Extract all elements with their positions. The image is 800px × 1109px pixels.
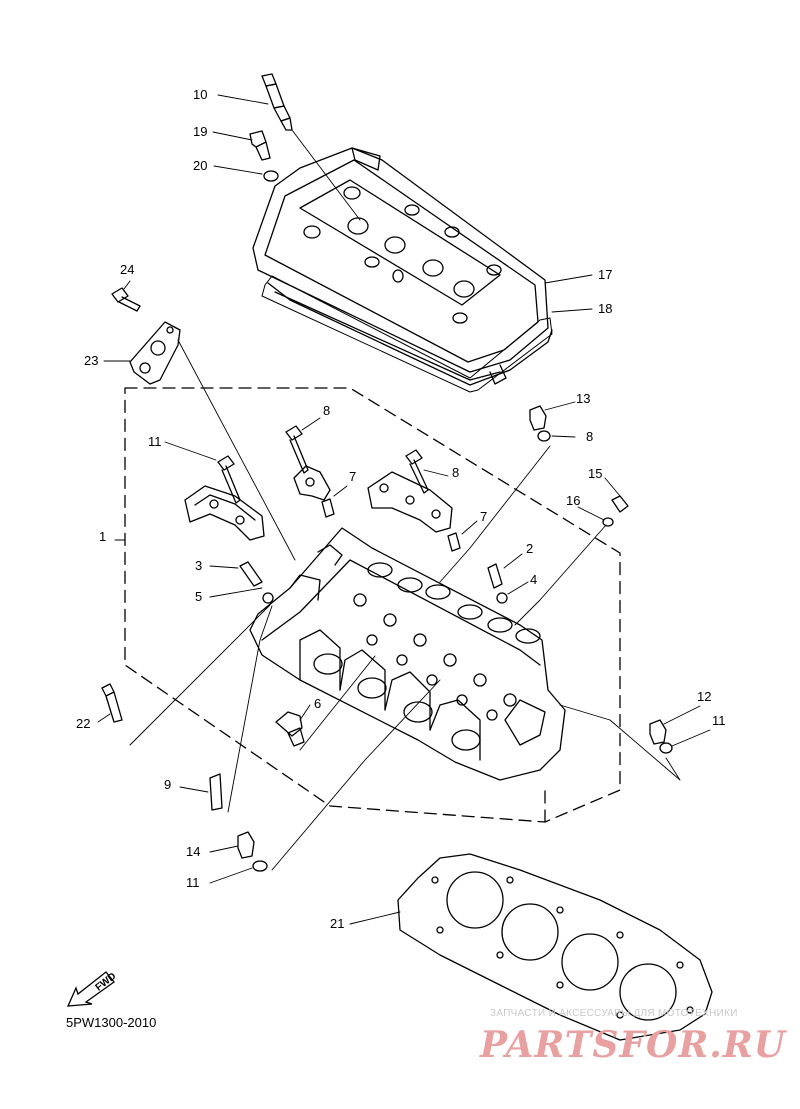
cap-bolt bbox=[249, 130, 271, 161]
oring-5 bbox=[262, 592, 274, 604]
callout-14: 14 bbox=[186, 844, 201, 859]
bolt-8c bbox=[405, 449, 429, 494]
cam-cap-right bbox=[367, 471, 453, 533]
watermark-tagline: ЗАПЧАСТИ И АКСЕССУАРЫ ДЛЯ МОТОТЕХНИКИ bbox=[490, 1008, 738, 1019]
stud-2 bbox=[487, 563, 503, 589]
callout-20: 20 bbox=[193, 158, 208, 173]
watermark-logo: PARTSFOR.RU bbox=[480, 1024, 787, 1066]
diagram-part-code: 5PW1300-2010 bbox=[66, 1015, 157, 1030]
union-13 bbox=[529, 405, 547, 431]
union-12 bbox=[649, 719, 667, 745]
washer-20 bbox=[263, 170, 279, 182]
bolt-15 bbox=[611, 495, 629, 513]
engine-bracket bbox=[129, 321, 181, 385]
head-gasket bbox=[397, 853, 713, 1041]
cam-cap-left bbox=[184, 485, 265, 541]
callout-15: 15 bbox=[588, 466, 603, 481]
cylinder-head bbox=[249, 527, 566, 781]
callout-8-top: 8 bbox=[323, 403, 331, 418]
callout-8-left: 11 bbox=[148, 434, 162, 449]
bolt-8a bbox=[217, 455, 241, 504]
callout-7-right: 7 bbox=[480, 509, 488, 524]
dowel-7a bbox=[321, 498, 335, 518]
callout-8-right: 8 bbox=[452, 465, 460, 480]
fwd-label: FWD bbox=[94, 971, 119, 994]
stud-3 bbox=[239, 561, 263, 587]
callout-22: 22 bbox=[76, 716, 91, 731]
callout-4: 4 bbox=[530, 572, 538, 587]
callout-19: 19 bbox=[193, 124, 208, 139]
bolt-24 bbox=[111, 287, 141, 312]
callout-1: 1 bbox=[99, 529, 107, 544]
callout-5: 5 bbox=[195, 589, 203, 604]
plug-6 bbox=[275, 711, 305, 747]
callout-23: 23 bbox=[84, 353, 99, 368]
callout-16: 16 bbox=[566, 493, 581, 508]
bolt-22 bbox=[101, 683, 123, 723]
dowel-7b bbox=[447, 532, 461, 552]
assembly-boundary bbox=[124, 387, 621, 823]
leader-lines bbox=[97, 94, 711, 925]
washer-11-right bbox=[659, 742, 673, 754]
washer-16 bbox=[602, 517, 614, 527]
cover-gasket bbox=[261, 275, 553, 393]
head-cover bbox=[252, 147, 553, 386]
callout-13: 13 bbox=[576, 391, 591, 406]
callout-21: 21 bbox=[330, 916, 345, 931]
callout-17: 17 bbox=[598, 267, 613, 282]
callout-24: 24 bbox=[120, 262, 135, 277]
callout-11-right: 11 bbox=[712, 713, 726, 728]
callout-11-top: 8 bbox=[586, 429, 594, 444]
bolt-8b bbox=[285, 425, 309, 474]
union-14 bbox=[237, 831, 255, 859]
stud-9 bbox=[209, 773, 223, 811]
callout-7-top: 7 bbox=[349, 469, 357, 484]
washer-11-top bbox=[537, 430, 551, 442]
washer-11-bottom bbox=[252, 860, 268, 872]
callout-12: 12 bbox=[697, 689, 712, 704]
cam-cap-middle bbox=[293, 465, 331, 501]
callout-6: 6 bbox=[314, 696, 322, 711]
spark-plug bbox=[261, 73, 293, 131]
callout-11-bottom: 11 bbox=[186, 875, 200, 890]
forward-arrow: FWD bbox=[66, 966, 120, 1015]
fwd-arrow-icon: FWD bbox=[66, 971, 119, 1007]
callout-3: 3 bbox=[195, 558, 203, 573]
oring-4 bbox=[496, 592, 508, 604]
callout-9: 9 bbox=[164, 777, 172, 792]
callout-18: 18 bbox=[598, 301, 613, 316]
callout-10: 10 bbox=[193, 87, 208, 102]
callout-2: 2 bbox=[526, 541, 534, 556]
